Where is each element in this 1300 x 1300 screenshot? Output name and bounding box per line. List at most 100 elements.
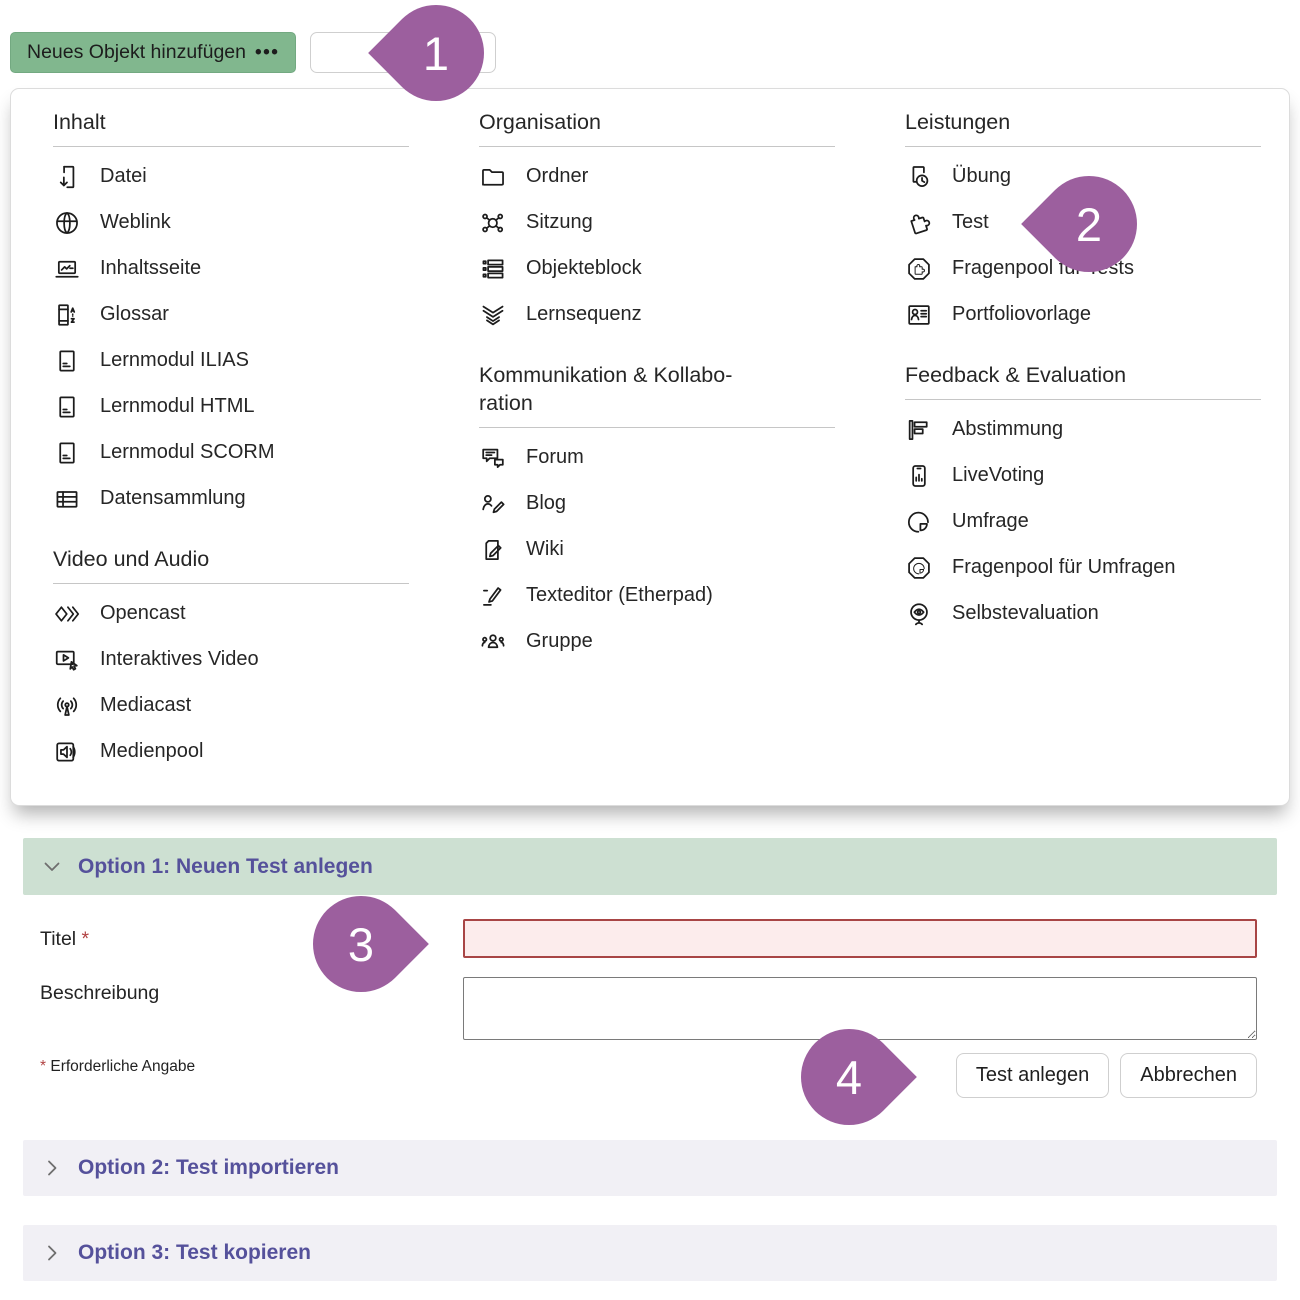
exercise-clock-icon [912,166,929,187]
menu-item-lernmodul-html[interactable]: Lernmodul HTML [53,384,409,430]
learning-module-icon [59,442,75,464]
form-buttons: Test anlegen Abbrechen [955,1053,1257,1098]
chevron-down-icon [44,862,60,871]
folder-icon [482,168,504,186]
learning-module-icon [59,396,75,418]
forum-icon [482,448,504,468]
menu-item-label: Sitzung [526,211,593,234]
menu-item-lernsequenz[interactable]: Lernsequenz [479,292,835,338]
menu-item-texteditor-etherpad[interactable]: Texteditor (Etherpad) [479,573,835,619]
puzzle-icon [910,214,931,235]
menu-item-fragenpool-für-umfragen[interactable]: Fragenpool für Umfragen [905,545,1261,591]
menu-item-label: Lernmodul HTML [100,395,255,418]
group-icon [481,634,505,648]
mediacast-icon [56,697,78,716]
menu-item-übung[interactable]: Übung [905,154,1261,200]
accordion-option-3[interactable]: Option 3: Test kopieren [23,1225,1277,1281]
accordion-option-3-title: Option 3: Test kopieren [78,1241,311,1264]
opencast-icon [55,606,80,622]
glossary-icon [58,304,76,326]
section-title: Video und Audio [53,546,409,584]
menu-item-livevoting[interactable]: LiveVoting [905,453,1261,499]
required-note: * Erforderliche Angabe [40,1058,196,1075]
menu-item-objekteblock[interactable]: Objekteblock [479,246,835,292]
create-test-button[interactable]: Test anlegen [955,1053,1110,1098]
menu-item-sitzung[interactable]: Sitzung [479,200,835,246]
text-editor-icon [483,587,502,606]
menu-item-mediacast[interactable]: Mediacast [53,683,409,729]
menu-item-label: Weblink [100,211,171,234]
menu-item-label: Wiki [526,538,564,561]
accordion-option-2[interactable]: Option 2: Test importieren [23,1140,1277,1196]
section-title: Kommunikation & Kollabo- ration [479,362,835,428]
menu-item-abstimmung[interactable]: Abstimmung [905,407,1261,453]
accordion-option-1[interactable]: Option 1: Neuen Test anlegen [23,838,1277,895]
section-title: Organisation [479,109,835,147]
menu-item-label: Test [952,211,989,234]
menu-item-inhaltsseite[interactable]: Inhaltsseite [53,246,409,292]
menu-item-weblink[interactable]: Weblink [53,200,409,246]
menu-item-glossar[interactable]: Glossar [53,292,409,338]
pie-pool-icon [908,557,930,579]
menu-item-label: Fragenpool für Umfragen [952,556,1176,579]
session-icon [482,213,504,233]
menu-item-label: Abstimmung [952,418,1064,441]
menu-item-label: Glossar [100,303,169,326]
menu-item-lernmodul-scorm[interactable]: Lernmodul SCORM [53,430,409,476]
portfolio-icon [908,305,930,325]
required-asterisk: * [81,928,90,950]
menu-item-datensammlung[interactable]: Datensammlung [53,476,409,522]
menu-item-medienpool[interactable]: Medienpool [53,729,409,775]
media-pool-icon [56,742,76,762]
section-title: Feedback & Evaluation [905,362,1261,400]
section-title: Leistungen [905,109,1261,147]
menu-item-selbstevaluation[interactable]: Selbstevaluation [905,591,1261,637]
menu-item-label: Datei [100,165,147,188]
globe-icon [56,212,78,234]
poll-bars-icon [908,419,928,440]
description-label: Beschreibung [40,982,160,1004]
menu-item-label: Mediacast [100,694,192,717]
content-page-icon [55,260,79,278]
data-table-icon [56,491,78,508]
menu-item-test[interactable]: Test [905,200,1261,246]
menu-item-label: Übung [952,165,1011,188]
chevron-right-icon [48,1160,57,1176]
menu-item-datei[interactable]: Datei [53,154,409,200]
menu-item-forum[interactable]: Forum [479,435,835,481]
learning-sequence-icon [482,305,504,326]
menu-item-label: Lernmodul SCORM [100,441,275,464]
cancel-button[interactable]: Abbrechen [1120,1053,1257,1098]
callout-2: 2 [1021,156,1157,292]
menu-item-portfoliovorlage[interactable]: Portfoliovorlage [905,292,1261,338]
title-label: Titel * [40,928,90,950]
menu-item-label: Texteditor (Etherpad) [526,584,713,607]
menu-item-umfrage[interactable]: Umfrage [905,499,1261,545]
menu-item-label: LiveVoting [952,464,1045,487]
blog-icon [482,494,505,513]
title-input[interactable] [463,919,1257,958]
menu-item-blog[interactable]: Blog [479,481,835,527]
chevron-right-icon [48,1245,57,1261]
callout-4: 4 [781,1009,917,1145]
callout-number: 2 [1075,197,1103,251]
menu-item-wiki[interactable]: Wiki [479,527,835,573]
menu-item-opencast[interactable]: Opencast [53,591,409,637]
section-title: Inhalt [53,109,409,147]
menu-item-interaktives-video[interactable]: Interaktives Video [53,637,409,683]
self-evaluation-icon [910,603,928,626]
menu-item-gruppe[interactable]: Gruppe [479,619,835,665]
menu-item-lernmodul-ilias[interactable]: Lernmodul ILIAS [53,338,409,384]
description-textarea[interactable] [463,977,1257,1040]
add-object-button[interactable]: Neues Objekt hinzufügen ••• [10,32,297,73]
ellipsis-icon: ••• [254,41,280,63]
menu-item-label: Ordner [526,165,589,188]
accordion-option-2-title: Option 2: Test importieren [78,1156,339,1179]
menu-item-ordner[interactable]: Ordner [479,154,835,200]
menu-item-label: Opencast [100,602,186,625]
